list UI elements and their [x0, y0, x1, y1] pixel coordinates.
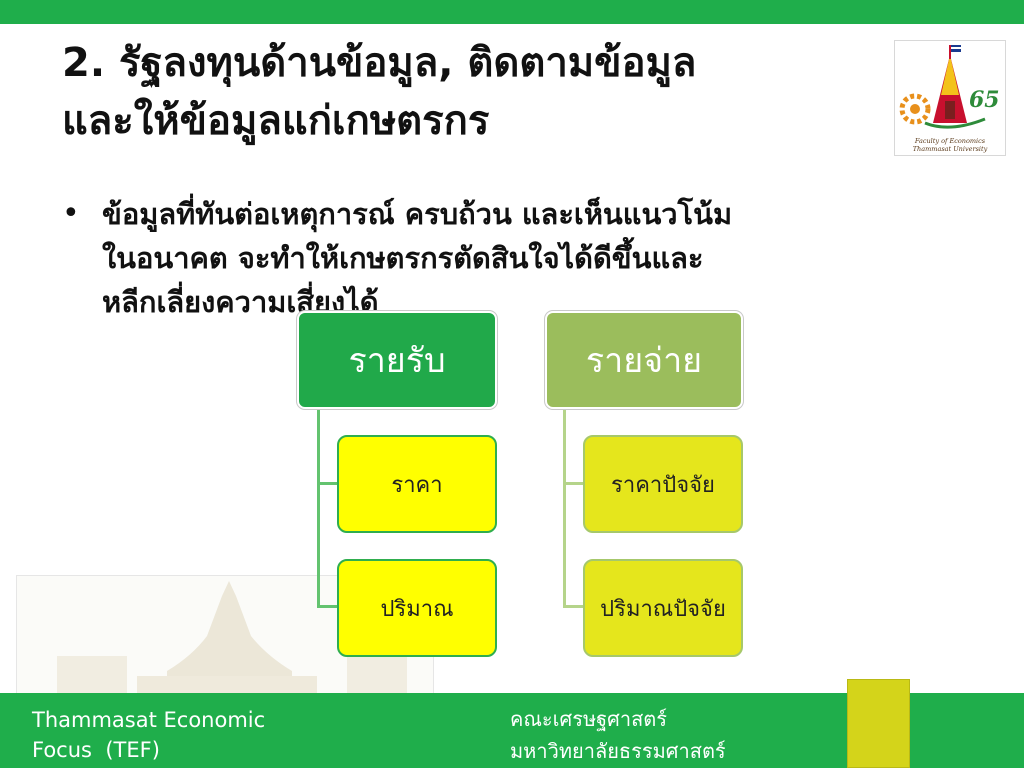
title-line-1: 2. รัฐลงทุนด้านข้อมูล, ติดตามข้อมูล: [62, 40, 697, 86]
expense-item-input-quantity: ปริมาณปัจจัย: [583, 559, 743, 657]
footer-right-line-2: มหาวิทยาลัยธรรมศาสตร์: [510, 739, 726, 763]
income-item-quantity: ปริมาณ: [337, 559, 497, 657]
expense-item-input-price: ราคาปัจจัย: [583, 435, 743, 533]
bullet-line-2: ในอนาคต จะทำให้เกษตรกรตัดสินใจได้ดีขึ้นแ…: [102, 241, 704, 275]
slide-title: 2. รัฐลงทุนด้านข้อมูล, ติดตามข้อมูล และใ…: [62, 34, 932, 150]
bullet-symbol: •: [62, 196, 80, 231]
income-connector-branch-2: [317, 605, 337, 608]
logo-text-line-2: Thammasat University: [912, 145, 988, 153]
footer-right-text: คณะเศรษฐศาสตร์ มหาวิทยาลัยธรรมศาสตร์: [510, 703, 810, 767]
footer-accent-square: [847, 679, 910, 768]
logo-number: 65: [969, 87, 1000, 113]
footer-left-text: Thammasat Economic Focus (TEF): [32, 705, 332, 765]
logo-text-line-1: Faculty of Economics: [914, 137, 986, 145]
top-accent-bar: [0, 0, 1024, 24]
income-header-box: รายรับ: [297, 311, 497, 409]
footer-left-line-1: Thammasat Economic: [32, 708, 266, 732]
title-line-2: และให้ข้อมูลแก่เกษตรกร: [62, 98, 490, 144]
footer-left-line-2: Focus (TEF): [32, 738, 160, 762]
expense-connector-branch-1: [563, 482, 583, 485]
bullet-text: ข้อมูลที่ทันต่อเหตุการณ์ ครบถ้วน และเห็น…: [102, 192, 952, 324]
footer-right-line-1: คณะเศรษฐศาสตร์: [510, 707, 668, 731]
expense-connector-branch-2: [563, 605, 583, 608]
income-item-price: ราคา: [337, 435, 497, 533]
expense-header-box: รายจ่าย: [545, 311, 743, 409]
bullet-line-1: ข้อมูลที่ทันต่อเหตุการณ์ ครบถ้วน และเห็น…: [102, 197, 733, 231]
income-connector-vertical: [317, 409, 320, 607]
faculty-logo: 65 Faculty of Economics Thammasat Univer…: [894, 40, 1006, 156]
income-connector-branch-1: [317, 482, 337, 485]
expense-connector-vertical: [563, 409, 566, 607]
